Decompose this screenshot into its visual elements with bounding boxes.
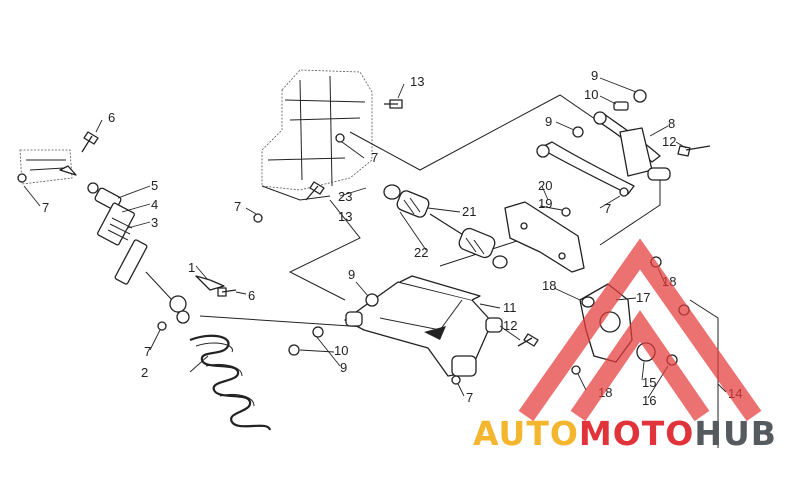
drive-axle [383, 184, 508, 269]
callout-7-upper-arm-nut: 7 [604, 201, 611, 216]
callout-3: 3 [151, 215, 158, 230]
callout-9-upper-top: 9 [591, 68, 598, 83]
callout-13-lower: 13 [338, 209, 352, 224]
frame-section [19, 69, 373, 201]
callout-10-lower: 10 [334, 343, 348, 358]
shock-absorber [59, 165, 190, 324]
callout-6-lower-bolt: 6 [248, 288, 255, 303]
callout-4: 4 [151, 197, 158, 212]
coil-spring [189, 334, 272, 431]
callout-7-lower-frame: 7 [234, 199, 241, 214]
callout-15: 15 [642, 375, 656, 390]
callout-19: 19 [538, 196, 552, 211]
callout-7-frame-nut: 7 [42, 200, 49, 215]
callout-17: 17 [636, 290, 650, 305]
upper-a-arm [536, 111, 671, 195]
watermark-auto: AUTO [473, 414, 579, 453]
leader-lines [23, 77, 727, 399]
callout-9-lower-arm: 9 [348, 267, 355, 282]
callouts: 1 2 3 4 5 6 6 7 7 7 7 7 7 8 9 9 9 9 10 1… [42, 68, 742, 408]
callout-5: 5 [151, 178, 158, 193]
callout-7-arm-nut: 7 [466, 390, 473, 405]
callout-10-upper: 10 [584, 87, 598, 102]
callout-7-shock-nut: 7 [144, 344, 151, 359]
lower-a-arm [344, 275, 503, 377]
callout-8: 8 [668, 116, 675, 131]
watermark-hub: HUB [694, 414, 777, 453]
callout-1: 1 [188, 260, 195, 275]
callout-23: 23 [338, 189, 352, 204]
callout-13-upper: 13 [410, 74, 424, 89]
cv-boot-guard [504, 201, 585, 273]
callout-9-upper-left: 9 [545, 114, 552, 129]
callout-6-shock-bolt: 6 [108, 110, 115, 125]
hardware [17, 89, 711, 385]
callout-12-lower: 12 [503, 318, 517, 333]
callout-21: 21 [462, 204, 476, 219]
callout-18-left: 18 [542, 278, 556, 293]
callout-7-upper-frame: 7 [371, 150, 378, 165]
watermark-moto: MOTO [578, 414, 695, 453]
callout-16: 16 [642, 393, 656, 408]
callout-22: 22 [414, 245, 428, 260]
callout-9-lower-left: 9 [340, 360, 347, 375]
watermark-triangle-logo [518, 238, 762, 422]
callout-11: 11 [503, 300, 517, 315]
callout-20: 20 [538, 178, 552, 193]
callout-12-upper: 12 [662, 134, 676, 149]
callout-2: 2 [141, 365, 148, 380]
watermark-wordmark: AUTOMOTOHUB [473, 414, 777, 453]
